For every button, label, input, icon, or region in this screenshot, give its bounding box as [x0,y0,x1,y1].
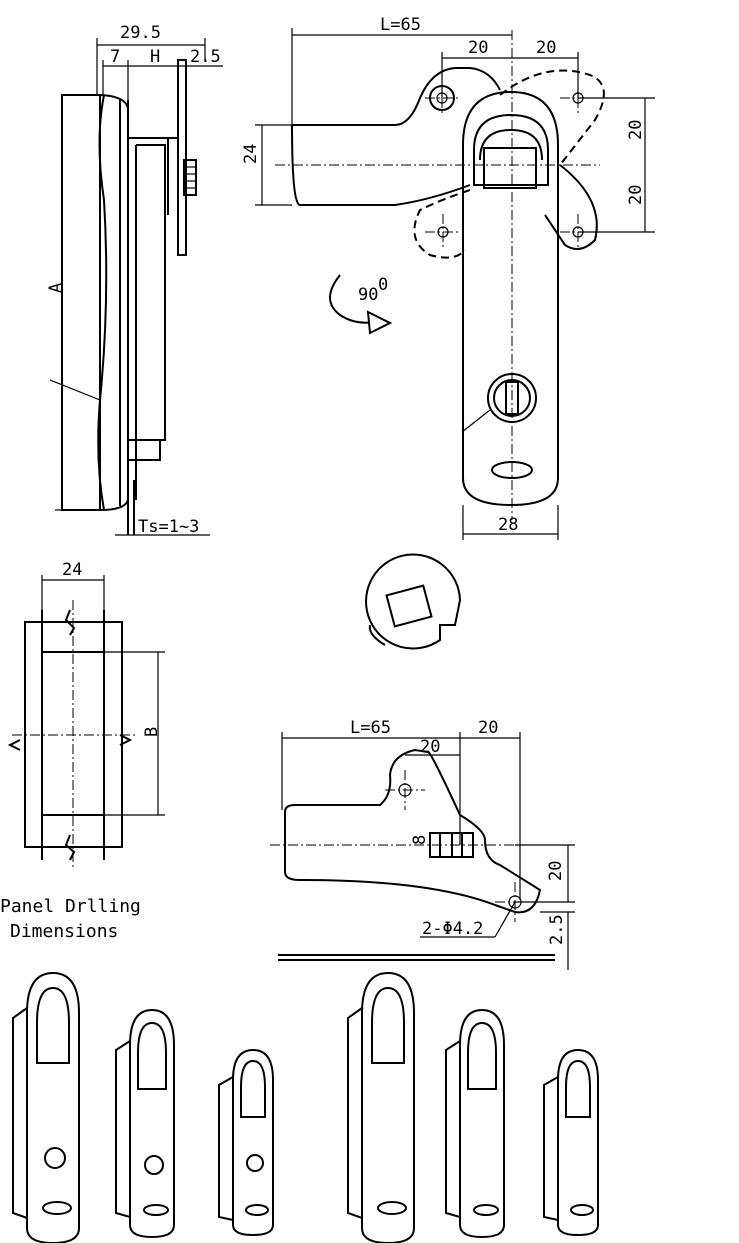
panel-drilling-title-line2: Dimensions [10,921,119,942]
rotation-unit: 0 [378,275,388,295]
rotation-angle: 90 [358,285,378,305]
front-pitch-left: 20 [468,38,488,58]
panel-drilling-title-line1: Panel Drlling [0,896,141,917]
front-body-width: 28 [498,515,518,535]
drilling-pitch-2: 20 [478,718,498,738]
drilling-square: 8 [410,835,430,845]
product-photo-4 [347,971,415,1243]
side-seg-h: H [150,47,160,67]
front-pitch-lower: 20 [626,185,646,205]
drilling-thickness: 2.5 [547,914,567,945]
side-height-symbol: A [46,283,66,293]
product-photo-3 [218,1048,274,1237]
product-photos [12,971,599,1243]
cutout-height-symbol: B [142,727,162,737]
front-length: L=65 [380,15,421,35]
drilling-length: L=65 [350,718,391,738]
panel-thickness-label: Ts=1~3 [138,517,199,537]
drilling-holes: 2-Φ4.2 [422,919,483,939]
product-photo-5 [445,1008,505,1239]
front-width: 24 [241,144,261,164]
product-photo-1 [12,971,80,1243]
front-pitch-upper: 20 [626,120,646,140]
side-seg-c: 2.5 [190,47,221,67]
front-view: L=65 20 20 20 20 24 28 90 0 [241,15,655,540]
drilling-pitch-1: 20 [420,737,440,757]
front-pitch-right: 20 [536,38,556,58]
cutout-view: 24 B [7,560,165,870]
panel-drilling-view: L=65 20 20 8 20 2.5 2-Φ4.2 [270,718,575,970]
cutout-width: 24 [62,560,82,580]
product-photo-6 [543,1048,599,1237]
side-view: 29.5 7 H 2.5 A Ts=1~3 [46,23,223,537]
product-photo-2 [115,1008,175,1239]
square-key-detail [365,553,462,650]
drilling-vertical: 20 [546,861,566,881]
side-seg-a: 7 [110,47,120,67]
side-overall-width: 29.5 [120,23,161,43]
